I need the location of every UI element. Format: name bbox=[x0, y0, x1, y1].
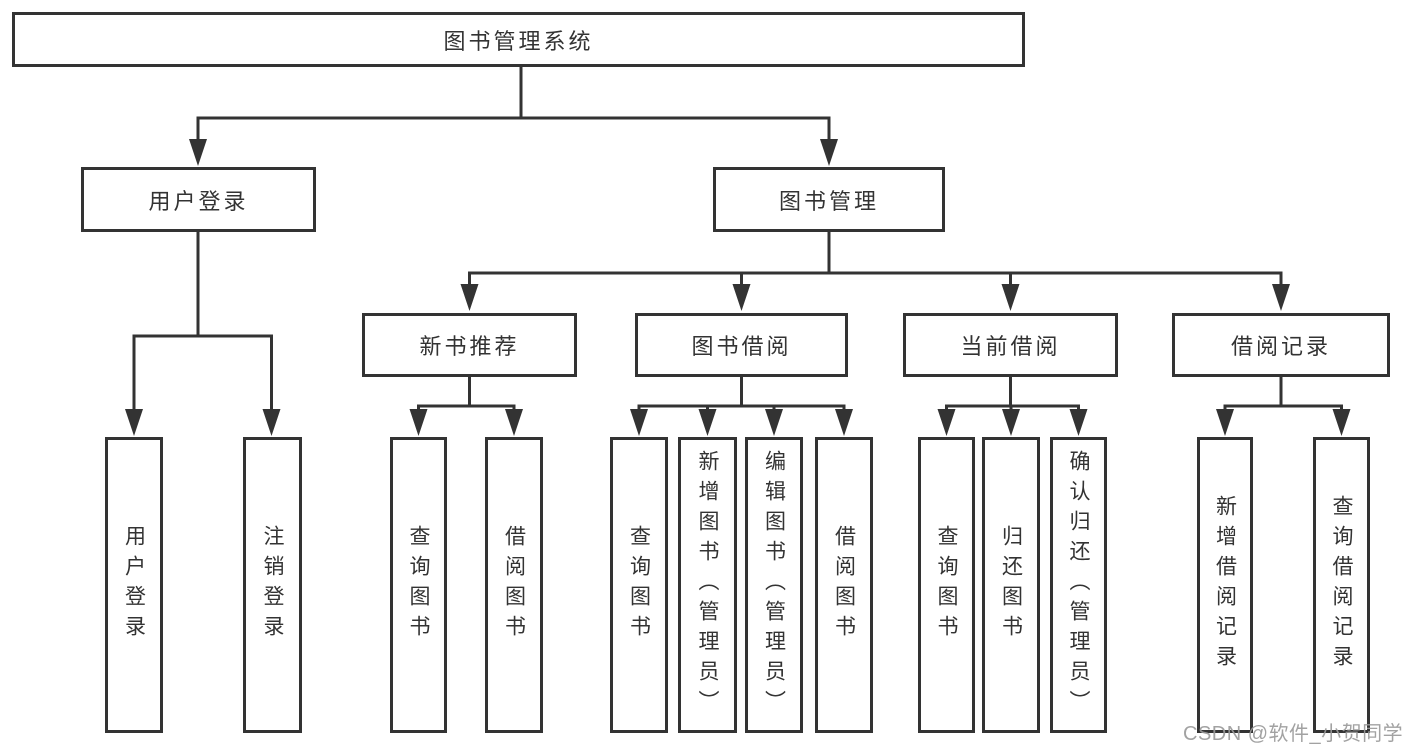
node-user-login: 用户登录 bbox=[81, 167, 316, 232]
leaf-add-books-admin: 新增图书（管理员） bbox=[678, 437, 737, 733]
arrowheads bbox=[125, 139, 1351, 436]
leaf-return-books: 归还图书 bbox=[982, 437, 1040, 733]
node-current-borrowing: 当前借阅 bbox=[903, 313, 1118, 377]
node-book-management: 图书管理 bbox=[713, 167, 945, 232]
leaf-borrow-books: 借阅图书 bbox=[485, 437, 543, 733]
node-book-borrowing: 图书借阅 bbox=[635, 313, 848, 377]
leaf-confirm-return-admin: 确认归还（管理员） bbox=[1050, 437, 1107, 733]
leaf-query-books: 查询图书 bbox=[610, 437, 668, 733]
leaf-logout: 注销登录 bbox=[243, 437, 302, 733]
node-new-book-recommendation: 新书推荐 bbox=[362, 313, 577, 377]
leaf-query-books: 查询图书 bbox=[918, 437, 975, 733]
node-borrowing-records: 借阅记录 bbox=[1172, 313, 1390, 377]
leaf-query-borrow-record: 查询借阅记录 bbox=[1313, 437, 1370, 733]
csdn-watermark: CSDN @软件_小贺同学 bbox=[1183, 723, 1404, 745]
leaf-borrow-books: 借阅图书 bbox=[815, 437, 873, 733]
leaf-edit-books-admin: 编辑图书（管理员） bbox=[745, 437, 803, 733]
node-root-library-system: 图书管理系统 bbox=[12, 12, 1025, 67]
leaf-user-login: 用户登录 bbox=[105, 437, 163, 733]
leaf-add-borrow-record: 新增借阅记录 bbox=[1197, 437, 1253, 733]
leaf-query-books: 查询图书 bbox=[390, 437, 447, 733]
